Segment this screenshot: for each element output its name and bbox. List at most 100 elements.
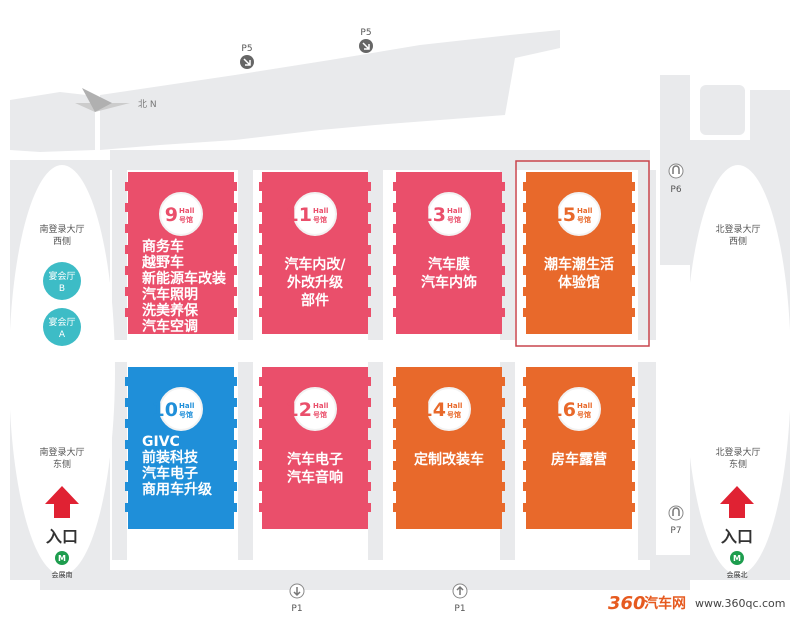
hall-notch <box>234 245 237 254</box>
hall-notch <box>632 224 635 233</box>
hall-9-line: 新能源车改装 <box>142 270 227 287</box>
hall-notch <box>523 461 526 470</box>
hall-notch <box>502 503 505 512</box>
compass: 北 N <box>75 88 157 112</box>
hall-notch <box>523 419 526 428</box>
hall-notch <box>125 245 128 254</box>
hall-notch <box>368 440 371 449</box>
entrance-right[interactable]: 入口 M 会展北 <box>720 486 754 579</box>
hall-notch <box>523 377 526 386</box>
hall-notch <box>368 245 371 254</box>
parking-p6[interactable]: P6 <box>668 163 684 195</box>
hall-notch <box>259 503 262 512</box>
lobby-label-south-west-1: 南登录大厅 <box>39 223 84 235</box>
banquet-hall-a-letter: A <box>59 330 66 340</box>
hall-notch <box>632 503 635 512</box>
parking-p5-right[interactable]: P5 <box>359 28 373 53</box>
lobby-label-north-west-1: 北登录大厅 <box>715 223 760 235</box>
parking-p7[interactable]: P7 <box>668 505 684 536</box>
hall-notch <box>125 203 128 212</box>
u-turn-icon <box>672 165 680 174</box>
parking-p5-left[interactable]: P5 <box>240 44 254 69</box>
hall-notch <box>368 398 371 407</box>
lobby-label-south-east-2: 东侧 <box>53 458 71 470</box>
hall-12-hall-word: Hall <box>313 402 328 410</box>
hall-notch <box>523 224 526 233</box>
hall-10-line: 汽车电子 <box>142 465 198 482</box>
hall-9-line: 商务车 <box>142 238 184 255</box>
hall-notch <box>502 377 505 386</box>
entrance-right-label: 入口 <box>721 527 753 546</box>
lobby-label-north-east-2: 东侧 <box>729 458 747 470</box>
hall-notch <box>234 503 237 512</box>
hall-notch <box>368 308 371 317</box>
banquet-hall-b[interactable]: 宴会厅 B <box>43 262 81 300</box>
central-road <box>0 340 800 362</box>
hall-9-hao: 号馆 <box>179 215 193 224</box>
hall-10-line: GIVC <box>142 434 180 450</box>
parking-p5-left-label: P5 <box>241 44 252 54</box>
hall-notch <box>125 224 128 233</box>
hall-11-hao: 号馆 <box>313 215 327 224</box>
hall-14-line: 定制改装车 <box>414 451 484 468</box>
entrance-left-label: 入口 <box>46 527 78 546</box>
hall-notch <box>502 182 505 191</box>
hall-notch <box>523 482 526 491</box>
hall-notch <box>502 224 505 233</box>
hall-notch <box>125 308 128 317</box>
hall-notch <box>393 482 396 491</box>
hall-notch <box>502 461 505 470</box>
hall-12-badge <box>293 387 337 431</box>
hall-notch <box>632 182 635 191</box>
hall-notch <box>125 503 128 512</box>
hall-notch <box>523 503 526 512</box>
hall-notch <box>393 224 396 233</box>
hall-notch <box>632 440 635 449</box>
hall-notch <box>393 266 396 275</box>
hall-notch <box>125 287 128 296</box>
parking-p1-left[interactable]: P1 <box>289 583 305 614</box>
hall-10-hao: 号馆 <box>179 410 193 419</box>
hall-notch <box>632 419 635 428</box>
arrow-down-icon <box>293 587 301 597</box>
hall-13-hao: 号馆 <box>447 215 461 224</box>
hall-notch <box>259 182 262 191</box>
entrance-arrow-up-icon <box>720 486 754 518</box>
hall-notch <box>234 182 237 191</box>
entrance-left[interactable]: 入口 M 会展南 <box>45 486 79 579</box>
hall-notch <box>259 287 262 296</box>
hall-notch <box>393 419 396 428</box>
metro-icon <box>55 551 69 565</box>
hall-13-line: 汽车膜 <box>428 256 470 273</box>
hall-notch <box>502 266 505 275</box>
hall-notch <box>632 308 635 317</box>
hall-notch <box>259 377 262 386</box>
hall-notch <box>502 245 505 254</box>
banquet-hall-a[interactable]: 宴会厅 A <box>43 308 81 346</box>
hall-notch <box>234 419 237 428</box>
svg-text:M: M <box>733 554 741 563</box>
entrance-left-station: 会展南 <box>52 570 73 579</box>
hall-notch <box>523 308 526 317</box>
hall-notch <box>632 203 635 212</box>
hall-notch <box>234 308 237 317</box>
hall-notch <box>632 245 635 254</box>
hall-notch <box>259 224 262 233</box>
hall-notch <box>523 203 526 212</box>
hall-notch <box>632 287 635 296</box>
hall-notch <box>259 440 262 449</box>
arrow-down-icon <box>243 58 251 66</box>
hall-13-line: 汽车内饰 <box>421 274 477 291</box>
parking-p1-right[interactable]: P1 <box>452 583 468 614</box>
hall-notch <box>393 440 396 449</box>
hall-notch <box>259 203 262 212</box>
